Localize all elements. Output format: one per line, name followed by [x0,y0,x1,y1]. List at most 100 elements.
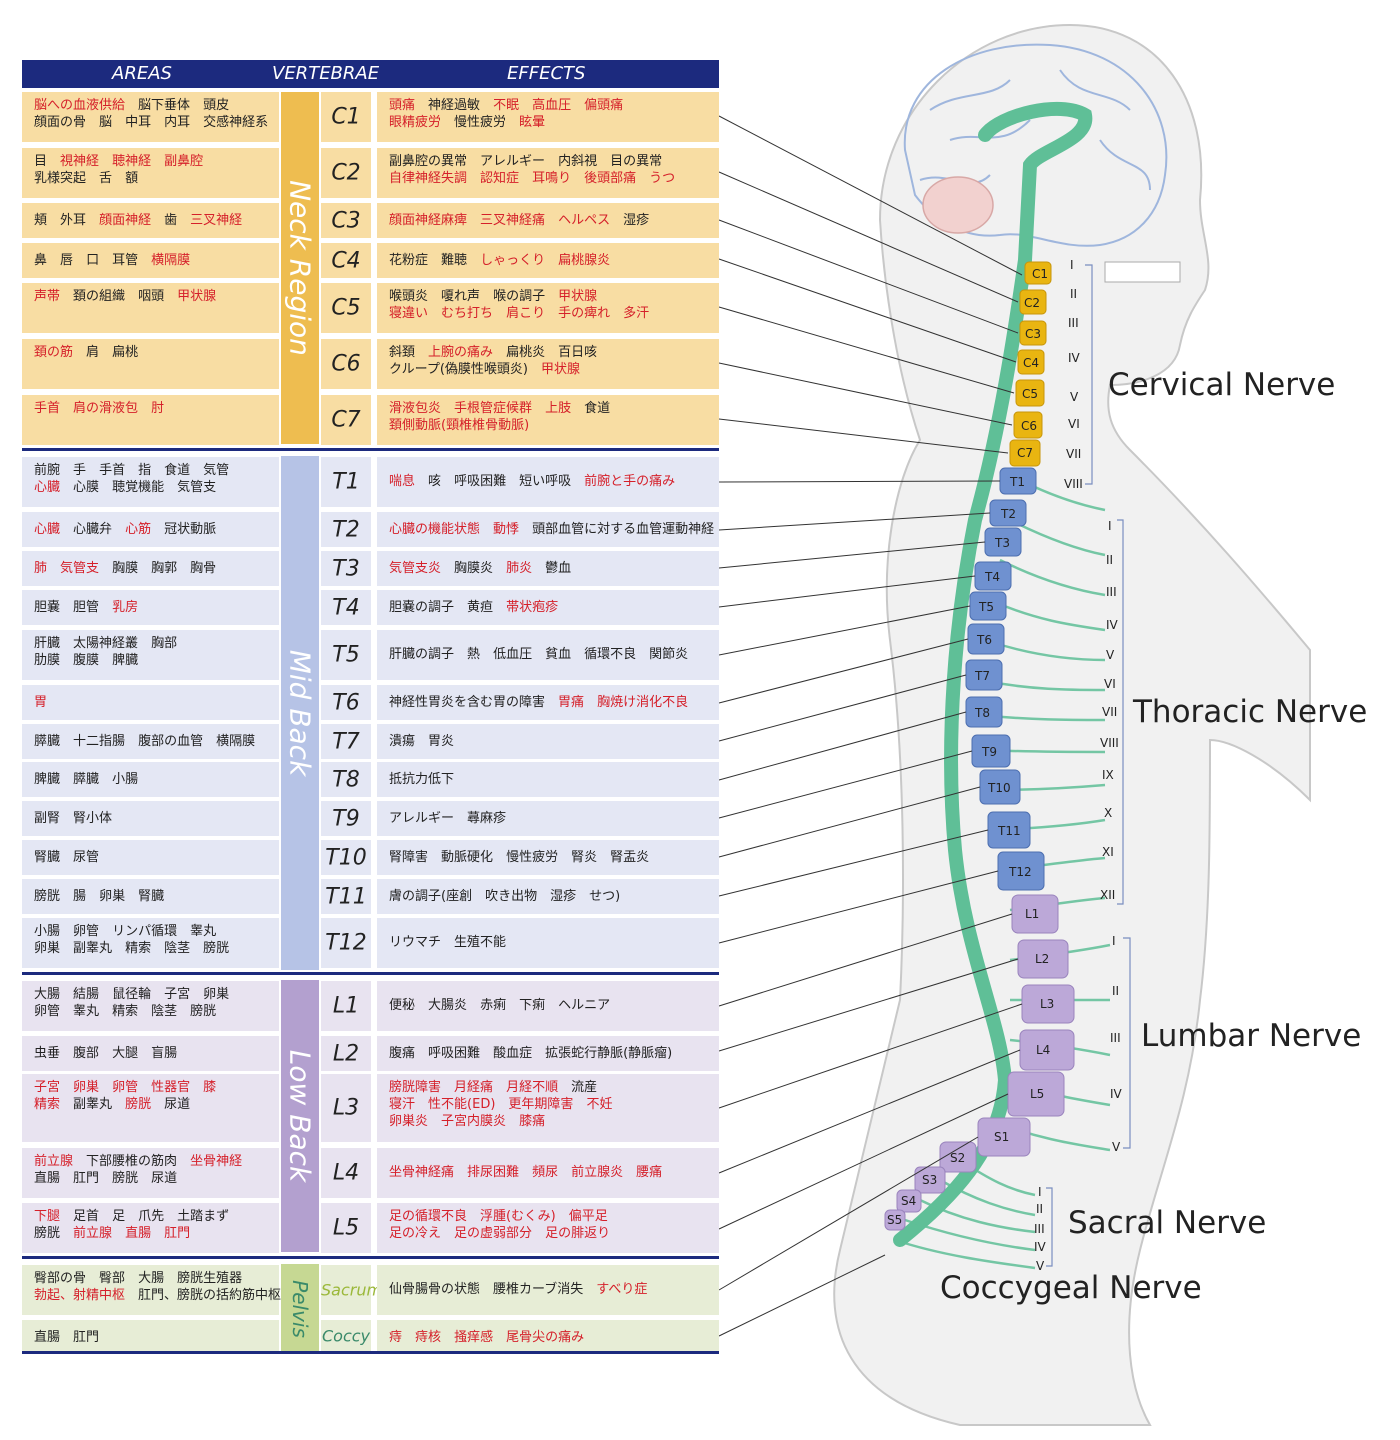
svg-text:L1: L1 [1025,907,1039,921]
effect-line: アレルギー 蕁麻疹 [389,810,719,827]
area-term: 膀胱 [125,1097,152,1112]
area-line: 胃 [34,694,279,711]
effect-line: 足の冷え 足の虚弱部分 足の腓返り [389,1225,719,1242]
vertebra-cell: C4 [321,243,371,278]
effect-term: 坐骨神経痛 [389,1165,455,1180]
effect-term: 腎盂炎 [610,850,650,865]
area-term: 睾丸 [73,1004,100,1019]
svg-text:C1: C1 [1032,267,1048,281]
areas-cell: 心臓 心臓弁 心筋 冠状動脈 [22,512,279,547]
areas-cell: 鼻 唇 口 耳管 横隔膜 [22,243,279,278]
effect-term: 鬱血 [545,561,572,576]
numeral: XI [1102,845,1114,859]
effect-line: 坐骨神経痛 排尿困難 頻尿 前立腺炎 腰痛 [389,1164,719,1181]
areas-cell: 胃 [22,685,279,720]
vertebra-cell: C7 [321,395,371,445]
area-term: 肛門 [73,1330,100,1345]
coccygeal-nerve-label: Coccygeal Nerve [940,1270,1202,1306]
area-term: 乳様突起 [34,171,87,186]
svg-text:L3: L3 [1040,997,1054,1011]
area-term: 交感神経系 [203,115,269,130]
effect-term: 痔核 [415,1330,442,1345]
area-term: 足首 [73,1209,100,1224]
vertebra-label: C7 [331,407,361,433]
area-line: 前腕 手 手首 指 食道 気管 [34,462,279,479]
area-term: 胸郭 [151,561,178,576]
area-term: 三叉神経 [190,213,243,228]
area-line: 声帯 頚の組織 咽頭 甲状腺 [34,288,279,305]
area-term: リンパ循環 [112,924,178,939]
lumbar-nerve-label: Lumbar Nerve [1141,1018,1362,1054]
area-term: 大腸 [34,987,61,1002]
effect-term: 浮腫(むくみ) [480,1209,556,1224]
region-brackets [1046,264,1131,1267]
effect-line: 眼精疲労 慢性疲労 眩暈 [389,114,719,131]
effect-term: 神経過敏 [428,98,481,113]
area-line: 前立腺 下部腰椎の筋肉 坐骨神経 [34,1153,279,1170]
area-term: 歯 [164,213,178,228]
area-term: 肝臓 [34,636,61,651]
effect-term: 甲状腺 [558,289,598,304]
effect-line: 便秘 大腸炎 赤痢 下痢 ヘルニア [389,997,719,1014]
effect-line: 顔面神経麻痺 三叉神経痛 ヘルペス 湿疹 [389,212,719,229]
area-term: 下部腰椎の筋肉 [86,1154,178,1169]
area-line: 副腎 腎小体 [34,810,279,827]
effect-term: 肺炎 [506,561,533,576]
area-term: 小腸 [112,772,139,787]
svg-text:S4: S4 [901,1194,916,1208]
spinal-cord [893,101,1093,1247]
area-term: 腹部 [73,1046,100,1061]
area-term: 肋膜 [34,653,61,668]
effect-term: 偏平足 [568,1209,608,1224]
area-term: 胸部 [151,636,178,651]
area-line: 直腸 肛門 [34,1329,279,1346]
vertebra-label: T8 [332,767,360,792]
area-term: 鼠径輪 [112,987,152,1002]
effect-term: 流産 [571,1080,598,1095]
effect-term: 吹き出物 [485,889,538,904]
effect-term: 不眠 [493,98,520,113]
area-term: 肩 [86,345,100,360]
area-line: 虫垂 腹部 大腿 盲腸 [34,1045,279,1062]
effect-term: 耳鳴り [532,171,572,186]
svg-text:T8: T8 [974,706,990,720]
effect-line: 自律神経失調 認知症 耳鳴り 後頭部痛 うつ [389,170,719,187]
vertebra-cell: Sacrum [321,1265,382,1315]
vertebra-cell: T3 [321,551,371,586]
effect-line: リウマチ 生殖不能 [389,934,719,951]
effect-term: 頭痛 [389,98,416,113]
svg-text:T6: T6 [976,633,992,647]
effect-term: 嗄れ声 [441,289,481,304]
numeral: II [1036,1202,1044,1216]
svg-text:T7: T7 [974,669,990,683]
area-term: 食道 [164,463,191,478]
area-term: 前腕 [34,463,61,478]
area-term: 虫垂 [34,1046,61,1061]
area-term: 膀胱 [112,1171,139,1186]
area-term: 下腿 [34,1209,61,1224]
area-term: 大腿 [112,1046,139,1061]
area-term: 甲状腺 [177,289,217,304]
low-back-band: Low Back [281,980,319,1252]
effect-term: 動悸 [493,522,520,537]
areas-cell: 大腸 結腸 鼠径輪 子宮 卵巣卵管 睾丸 精索 陰茎 膀胱 [22,981,279,1031]
effect-term: 膝痛 [519,1114,546,1129]
effect-term: 自律神経失調 [389,171,468,186]
area-term: 盲腸 [151,1046,178,1061]
effect-term: 気管支炎 [389,561,442,576]
effect-term: ヘルニア [558,998,611,1013]
area-line: 脳への血液供給 脳下垂体 頭皮 [34,97,279,114]
svg-text:T10: T10 [987,781,1011,795]
area-term: 精索 [112,1004,139,1019]
area-term: 卵巣 [73,1080,100,1095]
effect-line: 膚の調子(座創 吹き出物 湿疹 せつ) [389,888,719,905]
areas-cell: 肝臓 太陽神経叢 胸部肋膜 腹膜 脾臓 [22,630,279,680]
area-line: 膵臓 十二指腸 腹部の血管 横隔膜 [34,733,279,750]
effect-term: 扁桃腺炎 [558,253,611,268]
